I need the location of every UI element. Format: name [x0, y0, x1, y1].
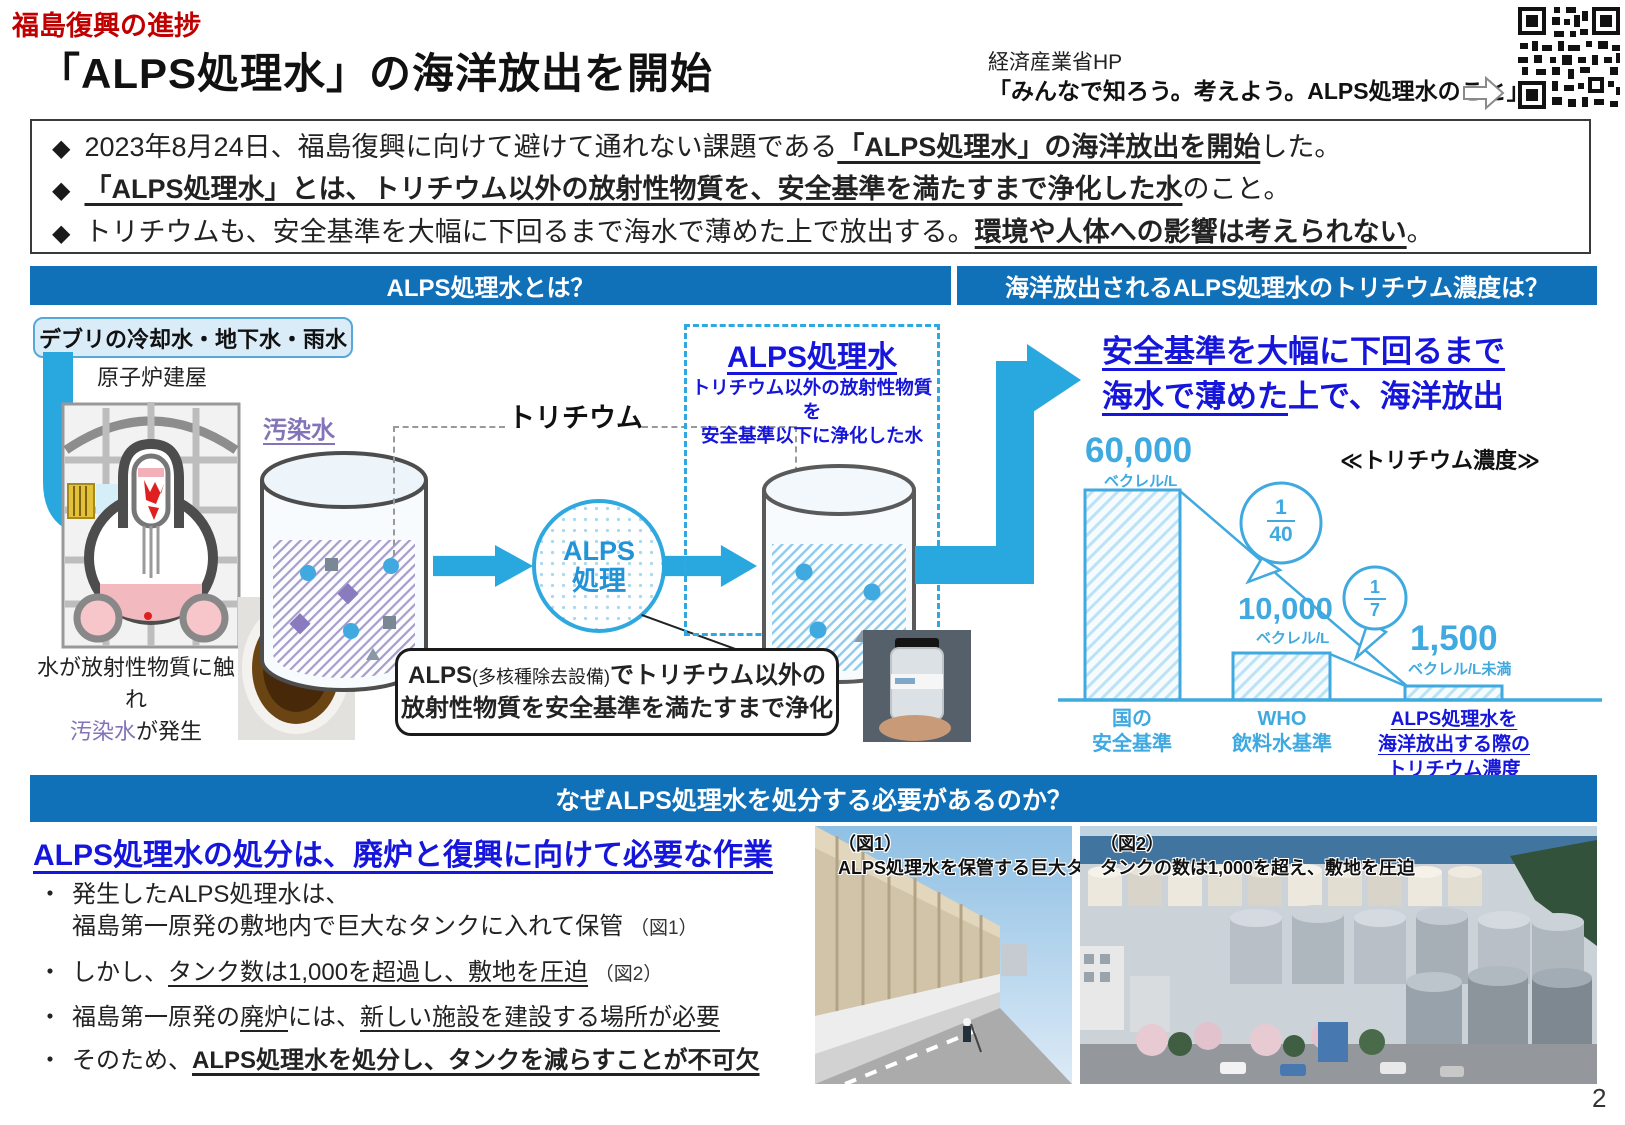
discharge-headline: 安全基準を大幅に下回るまで 海水で薄めた上で、海洋放出: [1102, 334, 1505, 414]
arrow-right-outline-icon: [1463, 76, 1505, 110]
tritium-dashed-line: [642, 426, 795, 428]
dot-bullet-icon: ・: [38, 959, 62, 986]
qr-code: [1516, 5, 1622, 111]
bottom-bullet-4: ・そのため、ALPS処理水を処分し、タンクを減らすことが不可欠: [38, 1047, 760, 1074]
diamond-bullet-icon: ◆: [52, 177, 71, 204]
tritium-label: トリチウム: [508, 403, 643, 433]
tank-row-photo: [815, 826, 1072, 1084]
page-tagline: 福島復興の進捗: [12, 11, 201, 41]
tritium-concentration-chart: [1058, 481, 1602, 702]
page-title: 「ALPS処理水」の海洋放出を開始: [38, 50, 714, 97]
meti-site-label: 経済産業省HP: [988, 51, 1123, 74]
treated-water-subtitle: トリチウム以外の放射性物質を 安全基準以下に浄化した水: [691, 377, 933, 446]
treated-water-box: ALPS処理水 トリチウム以外の放射性物質を 安全基準以下に浄化した水: [684, 324, 940, 636]
bottom-headline: ALPS処理水の処分は、廃炉と復興に向けて必要な作業: [33, 839, 774, 872]
treated-water-title: ALPS処理水: [726, 341, 897, 374]
alps-note-box: ALPS(多核種除去設備)でトリチウム以外の 放射性物質を安全基準を満たすまで浄…: [395, 648, 839, 736]
bottom-bullet-1-line2: 福島第一原発の敷地内で巨大なタンクに入れて保管 （図1）: [72, 913, 698, 940]
ratio-annotation-1-40: 1 40: [1259, 496, 1303, 546]
treated-water-sample-photo: [863, 630, 971, 742]
bar-value-discharge: 1,500: [1410, 619, 1498, 658]
reactor-building-label: 原子炉建屋: [97, 365, 208, 390]
page-number: 2: [1592, 1083, 1607, 1113]
diamond-bullet-icon: ◆: [52, 134, 71, 162]
tank-farm-photo: [1080, 826, 1597, 1084]
meti-reference: 経済産業省HP 「みんなで知ろう。考えよう。ALPS処理水のこと」: [988, 48, 1530, 106]
contaminated-origin-text: 水が放射性物質に触れ 汚染水が発生: [36, 655, 235, 744]
dot-bullet-icon: ・: [38, 1047, 62, 1074]
meti-campaign-label: 「みんなで知ろう。考えよう。ALPS処理水のこと」: [988, 78, 1530, 104]
summary-bullet-2: ◆「ALPS処理水」とは、トリチウム以外の放射性物質を、安全基準を満たすまで浄化…: [52, 174, 1291, 204]
category-national-standard: 国の 安全基準: [1092, 708, 1172, 755]
section-header-why-dispose: なぜALPS処理水を処分する必要があるのか？: [30, 775, 1597, 822]
summary-bullet-3: ◆トリチウムも、安全基準を大幅に下回るまで海水で薄めた上で放出する。環境や人体へ…: [52, 216, 1434, 247]
bottom-bullet-3: ・福島第一原発の廃炉には、新しい施設を建設する場所が必要: [38, 1004, 720, 1031]
summary-bullet-1: ◆2023年8月24日、福島復興に向けて避けて通れない課題である「ALPS処理水…: [52, 131, 1342, 162]
bar-unit-national: ベクレル/L: [1104, 473, 1178, 490]
bar-value-national: 60,000: [1085, 431, 1193, 470]
dot-bullet-icon: ・: [38, 881, 62, 908]
fig1-caption: （図1） ALPS処理水を保管する巨大タンク: [838, 834, 1121, 878]
bottom-bullet-2: ・しかし、タンク数は1,000を超過し、敷地を圧迫 （図2）: [38, 959, 663, 986]
bar-unit-who: ベクレル/L: [1256, 630, 1330, 647]
bottom-bullet-1: ・発生したALPS処理水は、: [38, 881, 350, 908]
section-header-what-is-alps-water: ALPS処理水とは？: [30, 266, 951, 305]
category-alps-discharge: ALPS処理水を 海洋放出する際の トリチウム濃度: [1378, 709, 1531, 780]
dot-bullet-icon: ・: [38, 1004, 62, 1031]
contaminated-water-label: 汚染水: [263, 417, 335, 444]
summary-box: ◆2023年8月24日、福島復興に向けて避けて通れない課題である「ALPS処理水…: [30, 119, 1591, 254]
flow-arrow-to-discharge: [915, 344, 1081, 584]
debris-water-label: デブリの冷却水・地下水・雨水: [33, 317, 353, 358]
section-header-tritium-concentration: 海洋放出されるALPS処理水のトリチウム濃度は？: [957, 266, 1597, 305]
flow-arrow-to-alps: [433, 545, 533, 587]
bar-value-who: 10,000: [1238, 591, 1333, 626]
contaminated-water-tank: [260, 451, 428, 692]
tritium-dashed-line: [393, 426, 505, 428]
alps-treatment-circle: ALPS 処理: [532, 499, 666, 633]
category-who-standard: WHO 飲料水基準: [1232, 708, 1332, 755]
diamond-bullet-icon: ◆: [52, 219, 71, 247]
tritium-dashed-line: [393, 426, 395, 556]
chart-title: ≪トリチウム濃度≫: [1340, 448, 1541, 473]
reactor-building-illustration: [61, 402, 241, 649]
fig2-caption: （図2） タンクの数は1,000を超え、敷地を圧迫: [1100, 834, 1416, 878]
ratio-annotation-1-7: 1 7: [1356, 578, 1394, 620]
bar-unit-discharge: ベクレル/L未満: [1408, 661, 1512, 678]
